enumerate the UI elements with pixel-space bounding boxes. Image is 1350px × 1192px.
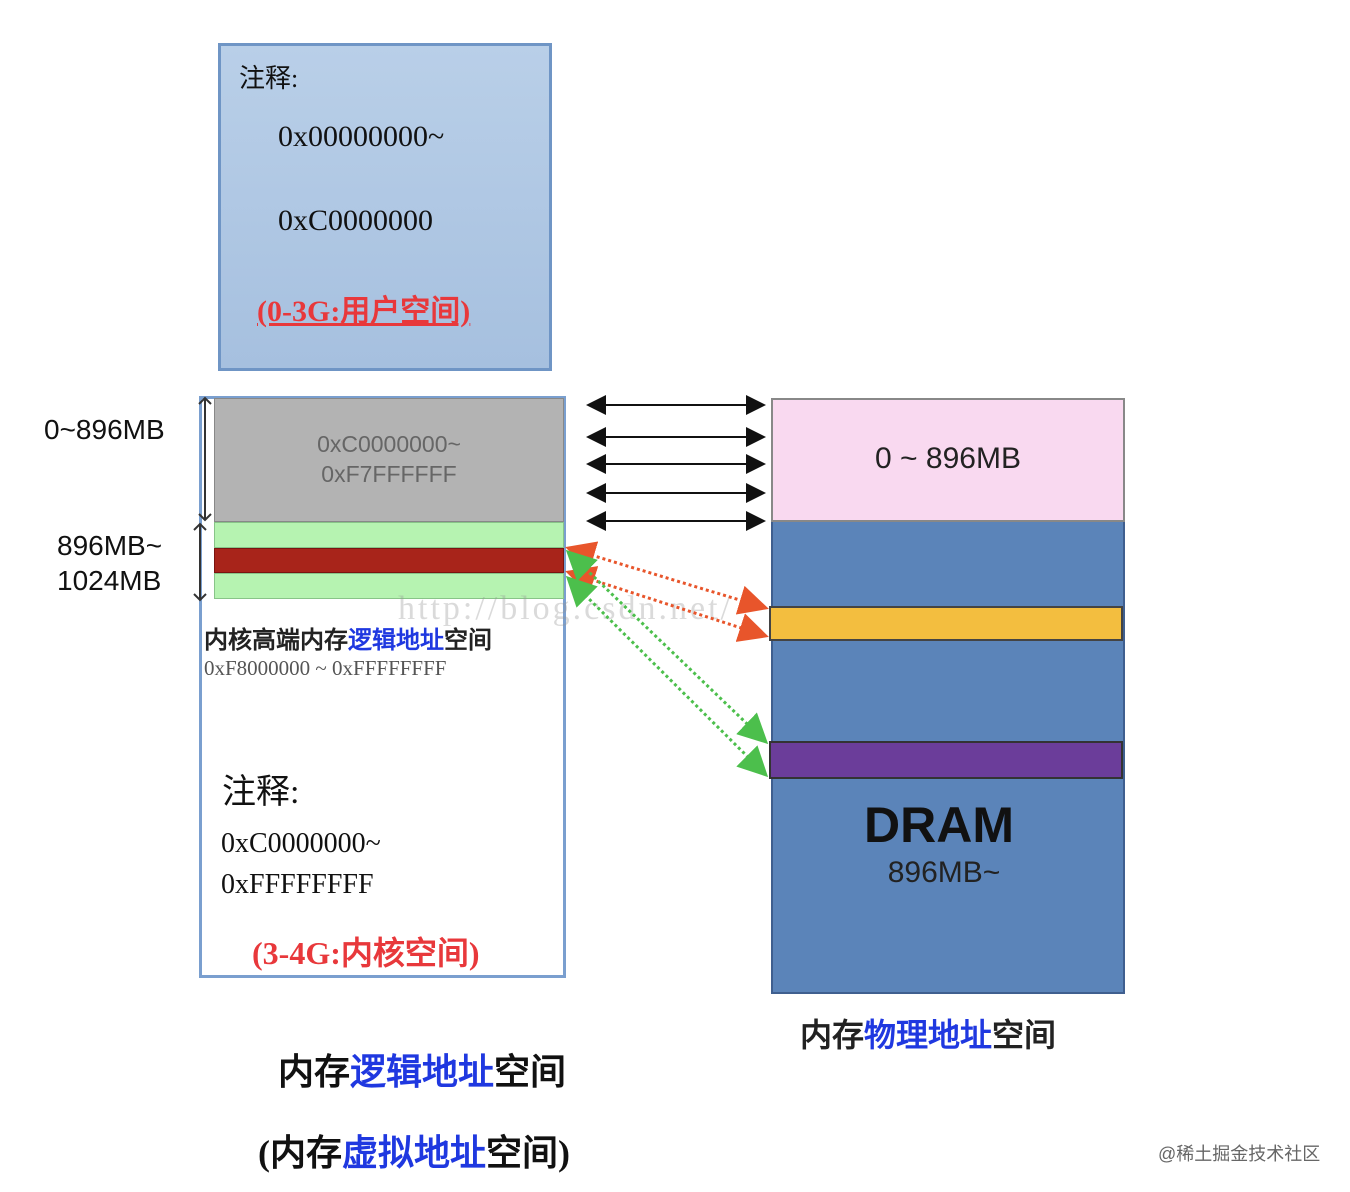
high-logical-label-text-3: 空间 bbox=[444, 628, 492, 654]
physical-address-caption: 内存物理地址空间 bbox=[800, 1010, 1056, 1056]
kernel-space-note: 注释: bbox=[222, 774, 300, 811]
high-memory-logical-range: 0xF8000000 ~ 0xFFFFFFFF bbox=[204, 656, 447, 680]
virtual-address-caption: (内存虚拟地址空间) bbox=[258, 1124, 570, 1176]
kernel-direct-map-block: 0xC0000000~ 0xF7FFFFFF bbox=[214, 398, 564, 522]
bracket-high-bottom bbox=[193, 593, 207, 602]
user-space-range-start: 0x00000000~ bbox=[278, 120, 445, 153]
virtual-caption-text-2: 虚拟地址 bbox=[342, 1133, 487, 1173]
logical-address-caption: 内存逻辑地址空间 bbox=[278, 1043, 566, 1095]
virtual-caption-text-1: (内存 bbox=[258, 1133, 342, 1173]
high-map-arrow-green-2 bbox=[565, 575, 769, 778]
physical-caption-text-1: 内存 bbox=[800, 1017, 865, 1053]
direct-map-range-end: 0xF7FFFFFF bbox=[321, 461, 457, 487]
size-label-low: 0~896MB bbox=[44, 414, 165, 445]
direct-map-range-start: 0xC0000000~ bbox=[317, 431, 461, 457]
bracket-low-bottom bbox=[198, 513, 212, 522]
logical-caption-text-1: 内存 bbox=[278, 1052, 351, 1092]
kernel-space-caption: (3-4G:内核空间) bbox=[252, 935, 480, 971]
user-space-range-end: 0xC0000000 bbox=[278, 204, 434, 237]
high-logical-label-text-2: 逻辑地址 bbox=[348, 628, 444, 654]
high-map-arrow-red-1 bbox=[565, 541, 769, 615]
physical-page-yellow bbox=[769, 606, 1123, 641]
physical-low-memory-label: 0 ~ 896MB bbox=[875, 442, 1021, 475]
logical-caption-text-2: 逻辑地址 bbox=[350, 1052, 495, 1092]
user-space-note: 注释: bbox=[239, 64, 299, 93]
size-label-high-line2: 1024MB bbox=[57, 565, 162, 596]
virtual-caption-text-3: 空间) bbox=[486, 1133, 571, 1173]
logical-caption-text-3: 空间 bbox=[494, 1052, 567, 1092]
bracket-high-top bbox=[193, 522, 207, 531]
user-space-box: 注释: 0x00000000~ 0xC0000000 (0-3G:用户空间) bbox=[218, 43, 552, 371]
high-memory-logical-label: 内核高端内存逻辑地址空间 bbox=[204, 620, 492, 655]
user-space-caption: (0-3G:用户空间) bbox=[257, 295, 471, 328]
kernel-space-range-end: 0xFFFFFFFF bbox=[221, 869, 374, 900]
size-label-high-line1: 896MB~ bbox=[57, 530, 163, 561]
physical-low-memory-block: 0 ~ 896MB bbox=[771, 398, 1125, 522]
high-logical-label-text-1: 内核高端内存 bbox=[204, 628, 348, 654]
dram-subtitle: 896MB~ bbox=[887, 856, 1001, 889]
high-memory-stripe-green-bottom bbox=[214, 573, 564, 599]
high-map-arrow-red-2 bbox=[565, 566, 769, 642]
bracket-low-top bbox=[198, 396, 212, 405]
physical-caption-text-2: 物理地址 bbox=[864, 1017, 993, 1053]
high-memory-stripe-green-top bbox=[214, 522, 564, 548]
physical-caption-text-3: 空间 bbox=[992, 1017, 1057, 1053]
high-memory-stripe-red bbox=[214, 548, 564, 573]
dram-title: DRAM bbox=[864, 797, 1014, 853]
physical-page-purple bbox=[769, 741, 1123, 779]
footer-credit: @稀土掘金技术社区 bbox=[1158, 1144, 1321, 1164]
kernel-space-range-start: 0xC0000000~ bbox=[221, 828, 381, 859]
